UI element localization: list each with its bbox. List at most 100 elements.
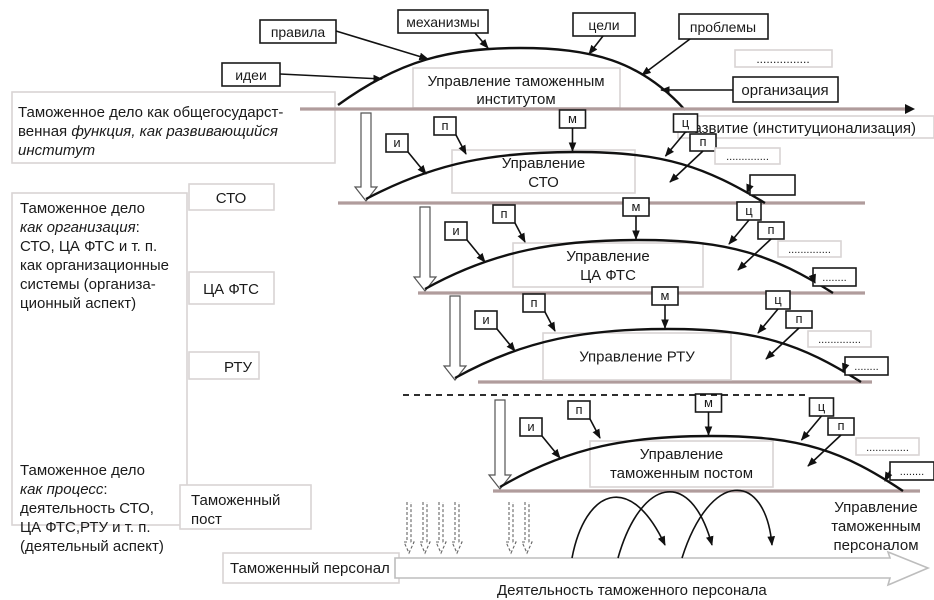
input-placeholder-label: ................ — [756, 52, 809, 66]
svg-text:как организация:: как организация: — [20, 219, 140, 236]
extra-input-text: ........ — [900, 466, 924, 478]
panel-process-line2-tail: : — [103, 481, 107, 498]
extra-input-connector — [842, 362, 850, 373]
short-input-connector — [407, 151, 427, 175]
panel-process-line5: (деятельный аспект) — [20, 538, 164, 555]
side-tag-sto-label: СТО — [216, 190, 247, 207]
short-input-ideas — [519, 417, 543, 437]
placeholder-text: .............. — [788, 244, 831, 256]
level-label-line: Управление — [640, 446, 723, 463]
extra-input-box — [749, 174, 796, 196]
extra-input-text: ........ — [822, 272, 846, 284]
panel-function: Таможенное дело как общегосударст- венна… — [11, 91, 336, 164]
level-center-box — [451, 149, 636, 194]
level-label-line: Управление — [566, 248, 649, 265]
short-input-connector — [728, 219, 750, 245]
dashed-down-arrow — [505, 502, 517, 555]
short-input-connector — [765, 327, 800, 360]
short-input-ideas — [444, 221, 468, 241]
short-input-rules-label: п — [500, 206, 507, 221]
dashed-down-arrow — [435, 502, 447, 555]
placeholder-text: .............. — [818, 334, 861, 346]
short-input-ideas-label: и — [527, 419, 534, 434]
level-center-box — [589, 440, 774, 488]
short-input-rules — [567, 400, 591, 420]
activity-cycle-1 — [571, 496, 666, 559]
input-mechanisms-label: механизмы — [406, 14, 479, 30]
short-input-ideas — [474, 310, 498, 330]
panel-org-line6: ционный аспект) — [20, 295, 136, 312]
placeholder-box — [714, 147, 781, 165]
personnel-section: Таможенный персонал Деятельность таможен… — [222, 489, 931, 599]
personnel-mgmt-line3: персоналом — [833, 537, 918, 554]
short-input-goals-label: ц — [818, 399, 826, 414]
short-input-mechanisms-label: м — [568, 111, 577, 126]
input-rules-label: правила — [271, 24, 326, 40]
dashed-arrows — [403, 502, 533, 555]
input-organization: организация — [660, 76, 839, 103]
short-input-mechanisms-label: м — [632, 199, 641, 214]
short-input-rules-label: п — [441, 118, 448, 133]
personnel-start-label: Таможенный персонал — [230, 560, 390, 577]
panel-org-line5: системы (организа- — [20, 276, 156, 293]
side-tag-sto: СТО — [188, 183, 275, 211]
short-input-mechanisms-label: м — [704, 395, 713, 410]
activity-cycle-2 — [617, 491, 714, 559]
short-input-ideas-label: и — [393, 135, 400, 150]
short-input-connector — [541, 435, 561, 459]
dashed-down-arrow — [451, 502, 463, 555]
panel-process-line2: как процесс — [20, 481, 104, 498]
level-down-arrow — [442, 295, 468, 381]
placeholder-box — [807, 330, 872, 348]
short-input-rules-label: п — [575, 402, 582, 417]
placeholder-text: .............. — [866, 442, 909, 454]
level-center-box — [512, 242, 704, 288]
short-input-connector — [757, 308, 779, 334]
personnel-mgmt-line1: Управление — [834, 499, 917, 516]
panel-organization: Таможенное дело как организация: СТО, ЦА… — [11, 192, 188, 555]
short-input-ideas — [385, 133, 409, 153]
short-input-problems-label: п — [795, 311, 802, 326]
panel-org-line4: как организационные — [20, 257, 169, 274]
input-goals-label: цели — [588, 17, 619, 33]
panel-function-line2a: венная — [18, 123, 71, 140]
short-input-connector — [589, 418, 601, 439]
level-label-line: ЦА ФТС — [580, 267, 636, 284]
short-input-connector — [737, 238, 772, 271]
side-tag-post-line2: пост — [191, 511, 222, 528]
placeholder-box — [777, 240, 842, 258]
institute-level: Управление таможенным институтом Развити… — [221, 9, 934, 139]
panel-process-line1: Таможенное дело — [20, 462, 145, 479]
dashed-down-arrow — [521, 502, 533, 555]
panel-function-line1: Таможенное дело как общегосударст- — [18, 104, 283, 121]
level-curve — [499, 434, 904, 492]
institute-label-line1: Управление таможенным — [427, 73, 604, 90]
personnel-mgmt-line2: таможенным — [831, 518, 921, 535]
side-tag-post-line1: Таможенный — [191, 492, 280, 509]
panel-org-line1: Таможенное дело — [20, 200, 145, 217]
short-input-rules — [492, 204, 516, 224]
extra-input-text: ........ — [854, 361, 878, 373]
panel-org-line2-tail: : — [136, 219, 140, 236]
short-input-rules-label: п — [530, 295, 537, 310]
activity-cycle-3 — [681, 489, 776, 559]
short-input-connector — [807, 434, 842, 467]
side-tag-ca-fts-label: ЦА ФТС — [203, 281, 259, 298]
input-ideas-label: идеи — [235, 67, 267, 83]
input-goals: цели — [572, 12, 636, 55]
level-down-arrow — [487, 399, 513, 490]
svg-text:венная функция, как развивающи: венная функция, как развивающийся — [18, 123, 278, 140]
short-input-problems-label: п — [837, 418, 844, 433]
level-curve — [424, 238, 834, 295]
extra-input-connector — [746, 183, 754, 194]
short-input-ideas-label: и — [482, 312, 489, 327]
input-problems: проблемы — [641, 13, 769, 76]
short-input-ideas-label: и — [452, 223, 459, 238]
development-axis-label: Развитие (институционализация) — [684, 120, 916, 137]
personnel-activity-label: Деятельность таможенного персонала — [497, 582, 767, 599]
